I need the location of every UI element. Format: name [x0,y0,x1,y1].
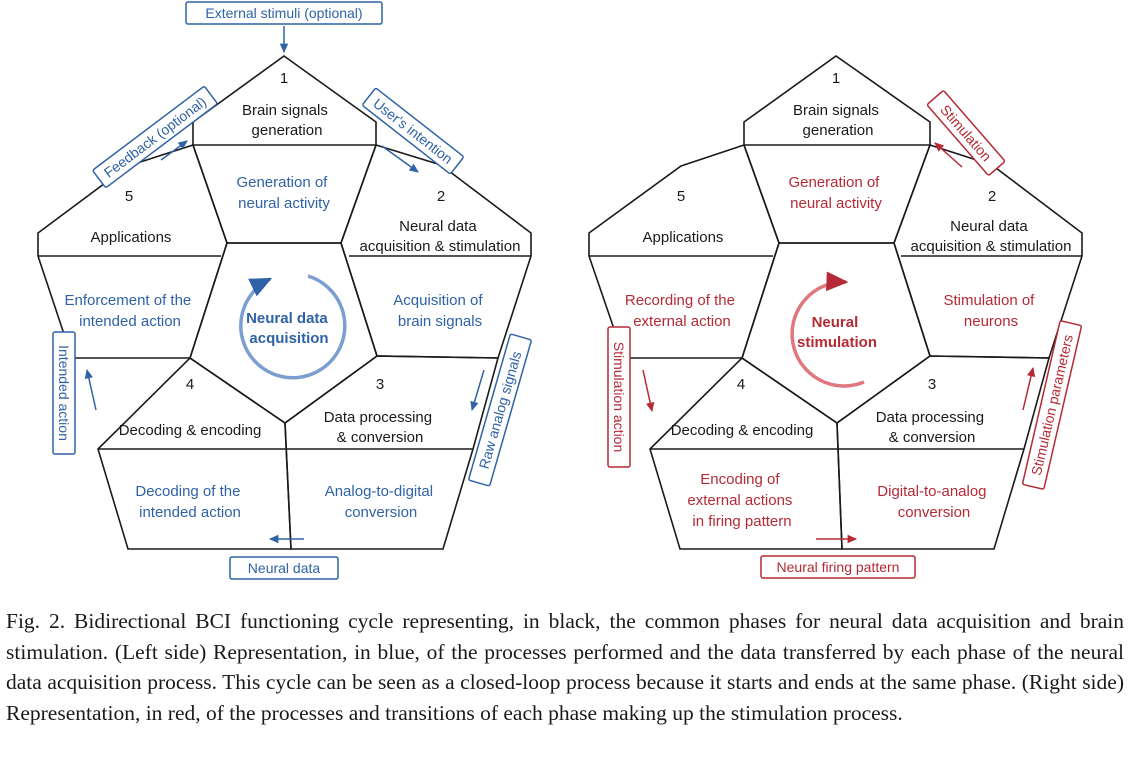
phase-2-label: Neural data acquisition & stimulation [360,218,521,255]
phase-3-label: Data processing & conversion [876,409,989,446]
cycle-arrow [790,271,865,388]
process-enforcement-intended-action: Enforcement of the intended action [65,292,196,330]
phase-3-label: Data processing & conversion [324,409,437,446]
phase-4-label: Decoding & encoding [671,422,814,439]
process-analog-to-digital: Analog-to-digital conversion [325,483,438,521]
transition-external-stimuli: External stimuli (optional) [185,1,383,54]
svg-text:Neural data: Neural data [248,560,321,576]
phase-5-label: Applications [91,229,172,246]
phase-3-block: 3 Data processing & conversion Analog-to… [284,355,500,550]
transition-stimulation: Stimulation [926,90,1006,176]
svg-text:Stimulation action: Stimulation action [611,342,627,453]
svg-text:Stimulation: Stimulation [937,102,995,165]
phase-1-label: Brain signals generation [242,102,332,139]
process-generation-neural-activity: Generation of neural activity [788,174,883,212]
transition-intended-action: Intended action [52,331,97,455]
bci-cycle-figure: 1 Brain signals generation Generation of… [37,1,1083,580]
phase-2-number: 2 [988,188,996,205]
phase-1-number: 1 [280,70,288,87]
transition-users-intention: User's intention [362,87,464,175]
transition-neural-firing-pattern: Neural firing pattern [760,534,916,579]
stimulation-center: Neural stimulation [790,271,877,388]
process-encoding-external-actions: Encoding of external actions in firing p… [687,471,796,530]
figure-caption: Fig. 2. Bidirectional BCI functioning cy… [6,609,1124,725]
process-generation-neural-activity: Generation of neural activity [236,174,331,212]
phase-4-block: 4 Decoding & encoding Decoding of the in… [97,356,292,550]
phase-5-number: 5 [125,188,133,205]
phase-2-block: 2 Neural data acquisition & stimulation … [340,144,532,359]
phase-1-block: 1 Brain signals generation Generation of… [743,55,931,244]
svg-text:External stimuli (optional): External stimuli (optional) [205,5,362,21]
transition-stimulation-action: Stimulation action [607,326,655,468]
transition-stimulation-parameters: Stimulation parameters [1022,320,1082,490]
transition-raw-analog-signals: Raw analog signals [468,333,532,487]
process-stimulation-neurons: Stimulation of neurons [943,292,1038,330]
phase-4-number: 4 [186,376,194,393]
phase-2-number: 2 [437,188,445,205]
stimulation-cycle: 1 Brain signals generation Generation of… [588,55,1083,579]
phase-4-label: Decoding & encoding [119,422,262,439]
phase-3-block: 3 Data processing & conversion Digital-t… [836,355,1051,550]
phase-2-label: Neural data acquisition & stimulation [911,218,1072,255]
process-digital-to-analog: Digital-to-analog conversion [877,483,990,521]
phase-3-number: 3 [376,376,384,393]
phase-5-number: 5 [677,188,685,205]
phase-2-block: 2 Neural data acquisition & stimulation … [893,144,1083,359]
phase-1-label: Brain signals generation [793,102,883,139]
acquisition-center: Neural data acquisition [239,274,347,380]
phase-1-number: 1 [832,70,840,87]
transition-neural-data: Neural data [229,534,339,580]
svg-text:Intended action: Intended action [56,345,72,441]
phase-1-block: 1 Brain signals generation Generation of… [192,55,377,244]
process-recording-external-action: Recording of the external action [625,292,739,330]
phase-5-block: 5 Applications Enforcement of the intend… [37,143,228,359]
phase-4-number: 4 [737,376,745,393]
process-decoding-intended-action: Decoding of the intended action [135,483,244,521]
phase-4-block: 4 Decoding & encoding Encoding of extern… [649,356,843,550]
acquisition-cycle: 1 Brain signals generation Generation of… [37,1,532,580]
process-acquisition-brain-signals: Acquisition of brain signals [393,292,486,330]
center-label: Neural stimulation [797,314,877,351]
center-label: Neural data acquisition [246,310,332,347]
phase-5-label: Applications [643,229,724,246]
svg-text:Neural firing pattern: Neural firing pattern [777,559,900,575]
cycle-arrow [239,274,347,380]
phase-5-block: 5 Applications Recording of the external… [588,143,780,359]
phase-3-number: 3 [928,376,936,393]
transition-feedback: Feedback (optional) [92,86,218,188]
